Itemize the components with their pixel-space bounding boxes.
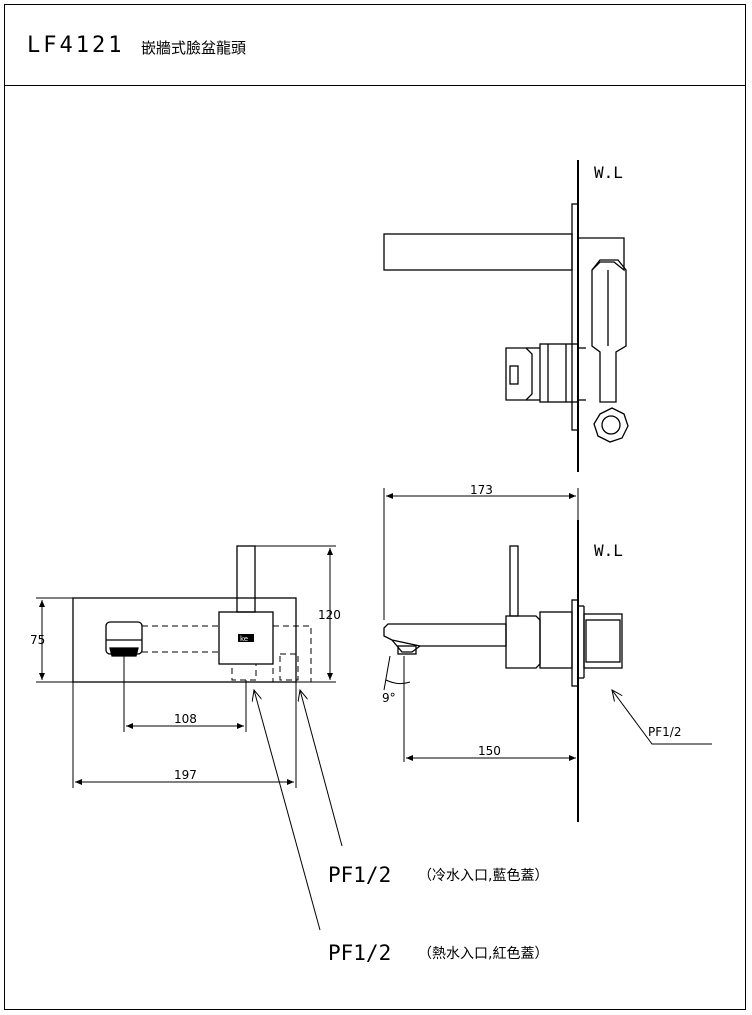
brand-logo-badge <box>238 634 254 642</box>
cold-inlet-note: （冷水入口,藍色蓋） <box>418 867 548 884</box>
rear-body <box>583 613 623 669</box>
top-side-view <box>383 160 629 472</box>
valve-sleeve <box>539 611 573 669</box>
valve-body-front <box>505 615 541 669</box>
spout-arm-top <box>383 233 573 271</box>
bottom-side-view <box>383 488 712 822</box>
model-code: LF4121 <box>27 33 125 58</box>
wall-level-label-bottom: W.L <box>594 541 623 560</box>
leader-side-thread <box>612 690 712 745</box>
dim-label-120: 120 <box>318 608 341 622</box>
dim-label-angle: 9° <box>382 691 396 705</box>
cold-inlet-code: PF1/2 <box>328 863 391 887</box>
leader-cold-inlet <box>300 690 343 847</box>
drawing-sheet: LF4121 嵌牆式臉盆龍頭 <box>4 4 746 1010</box>
spout-body <box>383 623 507 647</box>
wall-level-label-top: W.L <box>594 163 623 182</box>
front-wall-plate <box>72 597 297 683</box>
hot-inlet-code: PF1/2 <box>328 941 391 965</box>
handle-stem <box>509 545 519 617</box>
dim-label-75: 75 <box>30 633 45 647</box>
hot-inlet-note: （熱水入口,紅色蓋） <box>418 945 548 962</box>
title-block: LF4121 嵌牆式臉盆龍頭 <box>5 5 745 86</box>
side-thread-label: PF1/2 <box>648 725 681 739</box>
front-handle <box>236 545 256 613</box>
dim-label-108: 108 <box>174 712 197 726</box>
angle-arc <box>385 679 411 685</box>
lever-body <box>591 259 627 403</box>
hex-nut <box>593 407 629 443</box>
dim-label-150: 150 <box>478 744 501 758</box>
brand-logo-text: ke <box>240 635 248 643</box>
wall-plate-top <box>571 203 579 431</box>
product-name: 嵌牆式臉盆龍頭 <box>141 39 247 57</box>
leader-hot-inlet <box>254 690 321 931</box>
dim-label-197: 197 <box>174 768 197 782</box>
lever-head <box>578 237 625 272</box>
valve-cylinder <box>539 343 579 403</box>
dim-label-173: 173 <box>470 483 493 497</box>
aerator-front <box>109 647 139 657</box>
front-view <box>36 545 343 931</box>
